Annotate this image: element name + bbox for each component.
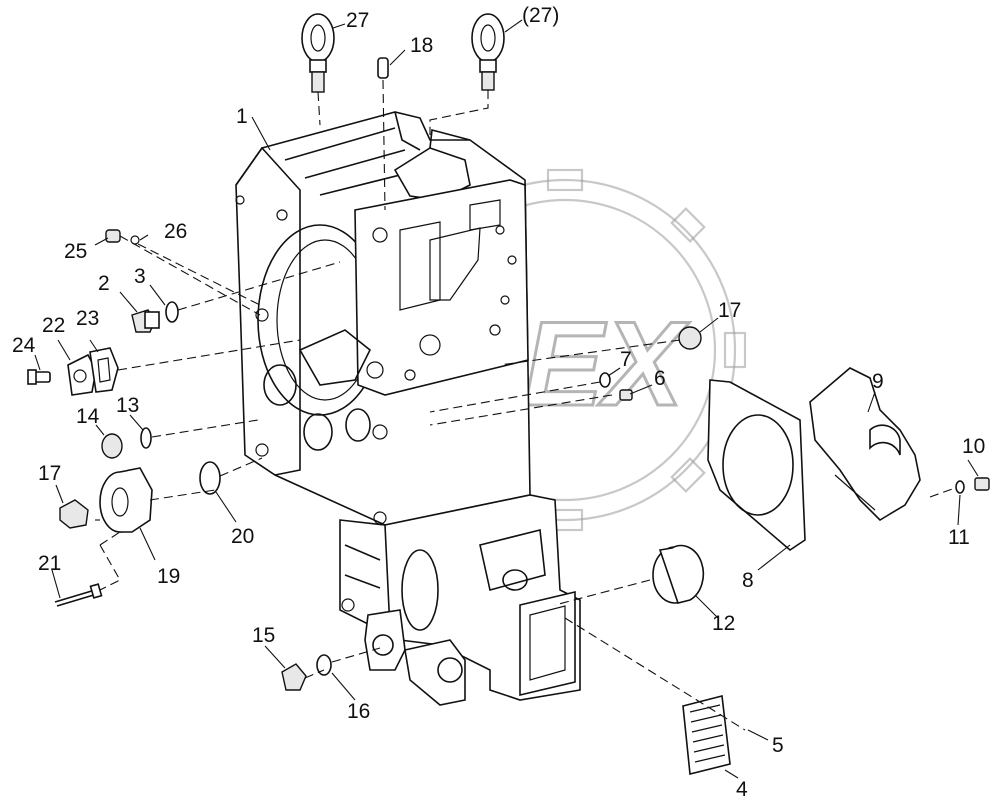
callout-21: 21 [38, 552, 61, 575]
callout-26: 26 [164, 220, 187, 243]
o-ring-16 [316, 654, 332, 676]
plug-15 [281, 663, 307, 691]
callout-labels: 1 2 3 4 5 6 7 8 9 10 11 12 13 14 15 16 1… [12, 4, 985, 801]
o-ring-20 [199, 461, 221, 495]
screw-10 [974, 477, 990, 491]
callout-5: 5 [772, 734, 784, 757]
assembly-lines [95, 79, 956, 731]
callout-23: 23 [76, 307, 99, 330]
plug-2 [131, 309, 160, 333]
callout-17-left: 17 [38, 462, 61, 485]
callout-6: 6 [654, 367, 666, 390]
filter-19 [99, 467, 153, 533]
eye-bolt-27b [471, 13, 505, 91]
callout-15: 15 [252, 624, 275, 647]
callout-24: 24 [12, 334, 36, 357]
gasket-8 [707, 379, 806, 552]
callout-14: 14 [76, 405, 100, 428]
gasket-23 [89, 347, 119, 393]
callout-12: 12 [712, 612, 735, 635]
callout-25: 25 [64, 240, 87, 263]
callout-7: 7 [620, 348, 632, 371]
callout-10: 10 [962, 435, 985, 458]
eye-bolt-27 [301, 13, 335, 93]
callout-20: 20 [231, 525, 254, 548]
callout-1: 1 [236, 105, 248, 128]
cap-12 [652, 544, 705, 604]
pin-18 [377, 57, 389, 79]
cover-9 [809, 367, 921, 522]
callout-13: 13 [116, 394, 139, 417]
bolt-21 [54, 583, 103, 607]
plug-14 [101, 433, 123, 459]
callout-2: 2 [98, 272, 110, 295]
callout-22: 22 [42, 314, 65, 337]
washer-11 [955, 480, 965, 494]
o-ring-3 [165, 301, 179, 323]
leader-lines [34, 19, 979, 779]
callout-18: 18 [410, 34, 433, 57]
screw-6 [619, 389, 633, 401]
callout-27: 27 [346, 9, 369, 32]
callout-9: 9 [872, 370, 884, 393]
plug-17-left [59, 499, 89, 529]
plug-25 [105, 229, 121, 243]
callout-4: 4 [736, 778, 748, 801]
callout-16: 16 [347, 700, 370, 723]
callout-8: 8 [742, 569, 754, 592]
transmission-housing [235, 111, 581, 706]
o-ring-13 [140, 427, 152, 449]
callout-17-right: 17 [718, 299, 741, 322]
callout-27-paren: (27) [522, 4, 559, 27]
callout-19: 19 [157, 565, 180, 588]
bolt-24 [27, 369, 51, 385]
callout-11: 11 [948, 526, 970, 549]
o-ring-26 [130, 235, 140, 245]
plug-17-right [678, 326, 702, 350]
washer-7 [599, 372, 611, 388]
callout-3: 3 [134, 265, 146, 288]
nameplate-4 [682, 694, 731, 775]
